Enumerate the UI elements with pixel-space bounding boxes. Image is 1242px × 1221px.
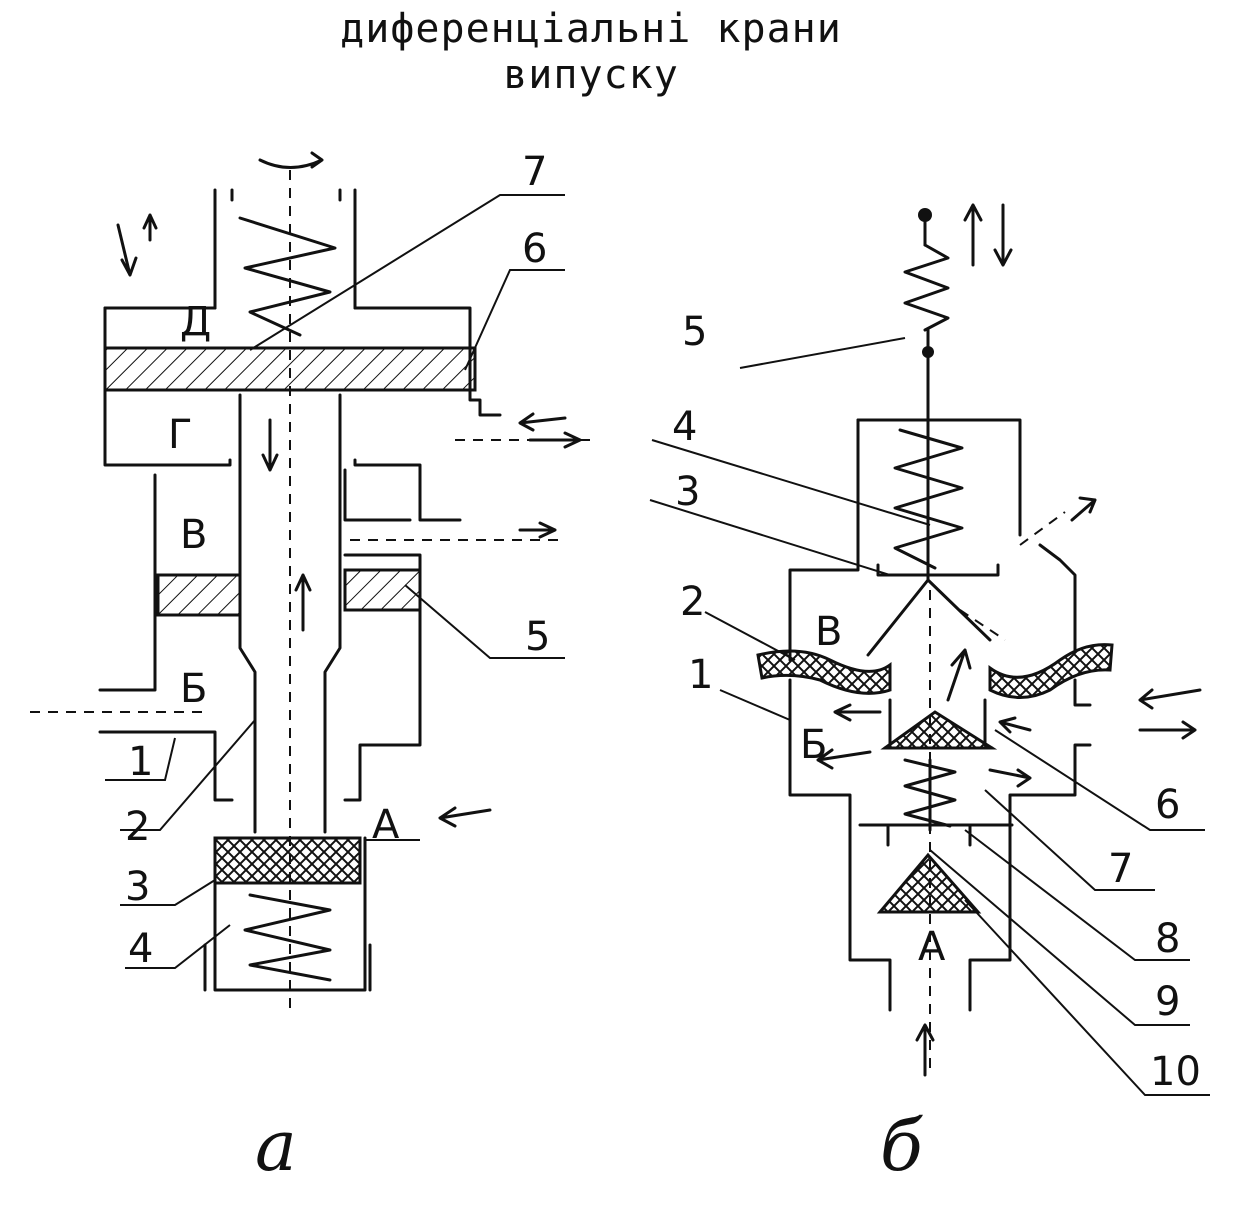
chamber-label: Б: [800, 722, 827, 768]
spring-5: [903, 243, 950, 332]
spring-4: [243, 893, 332, 982]
part-label: 5: [525, 614, 550, 660]
caption-b: б: [880, 1105, 923, 1187]
piston-5-right: [343, 568, 422, 612]
valve-cone-6: [880, 710, 998, 750]
spring-7: [238, 216, 337, 337]
part-label: 7: [1108, 846, 1133, 892]
part-label: 4: [128, 926, 153, 972]
caption-a: а: [255, 1105, 297, 1187]
part-label: 1: [688, 652, 713, 698]
page-title: диференціальні крани: [340, 6, 842, 52]
part-label: 3: [125, 864, 150, 910]
chamber-label: А: [918, 924, 946, 970]
part-label: 2: [680, 579, 705, 625]
valve-3: [213, 836, 362, 885]
chamber-label: А: [372, 802, 400, 848]
part-label: 8: [1155, 916, 1180, 962]
piston-5-left: [156, 573, 242, 617]
chamber-label: Б: [180, 666, 207, 712]
chamber-label: В: [815, 609, 842, 655]
membrane-2-right: [988, 643, 1114, 699]
part-label: 10: [1150, 1049, 1201, 1095]
chamber-label: Г: [168, 412, 192, 458]
membrane-2-left: [756, 649, 892, 695]
part-label: 2: [125, 804, 150, 850]
part-label: 6: [1155, 782, 1180, 828]
page-subtitle: випуску: [503, 52, 679, 98]
spring-4b: [893, 428, 964, 570]
diagram-a: [30, 151, 590, 1015]
part-label: 3: [675, 469, 700, 515]
part-label: 7: [522, 149, 547, 195]
part-label: 1: [128, 739, 153, 785]
chamber-label: Д: [180, 299, 211, 345]
diagram-b: [649, 203, 1210, 1096]
part-label: 6: [522, 226, 547, 272]
chamber-label: В: [180, 512, 207, 558]
part-label: 9: [1155, 979, 1180, 1025]
part-label: 4: [672, 404, 697, 450]
part-label: 5: [682, 309, 707, 355]
